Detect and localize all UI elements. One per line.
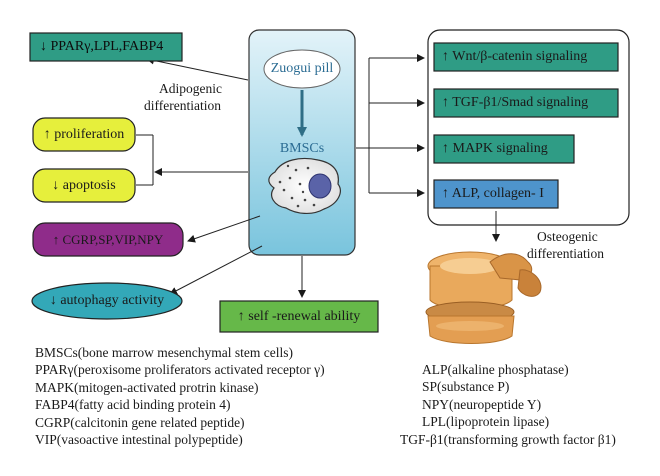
- tgf-box: ↑ TGF-β1/Smad signaling: [434, 89, 618, 117]
- stem-cell-icon: [268, 157, 341, 214]
- apoptosis-label: ↓ apoptosis: [52, 177, 116, 193]
- mapk-box: ↑ MAPK signaling: [434, 135, 574, 163]
- legend-item: ALP(alkaline phosphatase): [422, 362, 569, 377]
- legend-item: LPL(lipoprotein lipase): [422, 414, 550, 430]
- proliferation-label: ↑ proliferation: [43, 126, 125, 142]
- legend-item: TGF-β1(transforming growth factor β1): [400, 431, 616, 447]
- vertebra-icon: [425, 251, 542, 344]
- mapk-box-bg: [433, 134, 575, 164]
- cgrp-box: ↑ CGRP,SP,VIP,NPY: [33, 223, 183, 256]
- ppar-box-bg: [29, 32, 183, 62]
- zuogui-pill-ellipse: [263, 49, 341, 89]
- autophagy-label: ↓ autophagy activity: [49, 293, 165, 308]
- legend-item: VIP(vasoactive intestinal polypeptide): [35, 431, 243, 447]
- self-renewal-label: ↑ self -renewal ability: [237, 308, 361, 324]
- signaling-group-outline: [427, 29, 630, 226]
- apoptosis-box: ↓ apoptosis: [33, 169, 135, 202]
- proliferation-box: ↑ proliferation: [33, 118, 135, 151]
- adipogenic-label-line1: Adipogenic: [159, 81, 222, 96]
- legend-item: NPY(neuropeptide Y): [422, 396, 542, 412]
- legend-item: CGRP(calcitonin gene related peptide): [35, 414, 245, 430]
- tgf-box-bg: [433, 88, 619, 118]
- wnt-box-bg: [433, 42, 619, 72]
- osteogenic-label-line1: Osteogenic: [537, 229, 598, 244]
- wnt-box: ↑ Wnt/β-catenin signaling: [434, 43, 618, 71]
- mapk-label: ↑ MAPK signaling: [442, 141, 548, 156]
- legend-item: FABP4(fatty acid binding protein 4): [35, 397, 231, 413]
- cgrp-label: ↑ CGRP,SP,VIP,NPY: [52, 231, 164, 247]
- tgf-label: ↑ TGF-β1/Smad signaling: [442, 95, 589, 110]
- proliferation-box-bg: [32, 117, 136, 152]
- ppar-box: ↓ PPARγ,LPL,FABP4: [30, 33, 182, 61]
- autophagy-box: ↓ autophagy activity: [32, 283, 182, 319]
- wnt-label: ↑ Wnt/β-catenin signaling: [442, 49, 588, 64]
- legend-left: BMSCs(bone marrow mesenchymal stem cells…: [35, 344, 325, 448]
- osteogenic-label-line2: differentiation: [527, 246, 604, 261]
- zuogui-pill-label: Zuogui pill: [270, 61, 334, 76]
- bmsc-label: BMSCs: [279, 141, 325, 156]
- alp-label: ↑ ALP, collagen- I: [442, 186, 544, 201]
- apoptosis-box-bg: [32, 168, 136, 203]
- cgrp-box-bg: [32, 222, 184, 257]
- alp-box: ↑ ALP, collagen- I: [434, 180, 558, 208]
- legend-right: ALP(alkaline phosphatase) SP(substance P…: [400, 361, 616, 448]
- autophagy-ellipse-bg: [31, 282, 183, 320]
- legend-item: MAPK(mitogen-activated protrin kinase): [35, 379, 259, 395]
- legend-item: PPARγ(peroxisome proliferators activated…: [35, 362, 325, 378]
- legend-item: BMSCs(bone marrow mesenchymal stem cells…: [35, 345, 293, 360]
- adipogenic-label-line2: differentiation: [144, 98, 221, 113]
- ppar-label: ↓ PPARγ,LPL,FABP4: [40, 39, 164, 54]
- self-renewal-box-bg: [219, 300, 379, 333]
- legend-item: SP(substance P): [422, 379, 510, 395]
- self-renewal-box: ↑ self -renewal ability: [220, 301, 378, 332]
- adipogenic-arrow: [146, 56, 249, 81]
- alp-box-bg: [433, 179, 559, 209]
